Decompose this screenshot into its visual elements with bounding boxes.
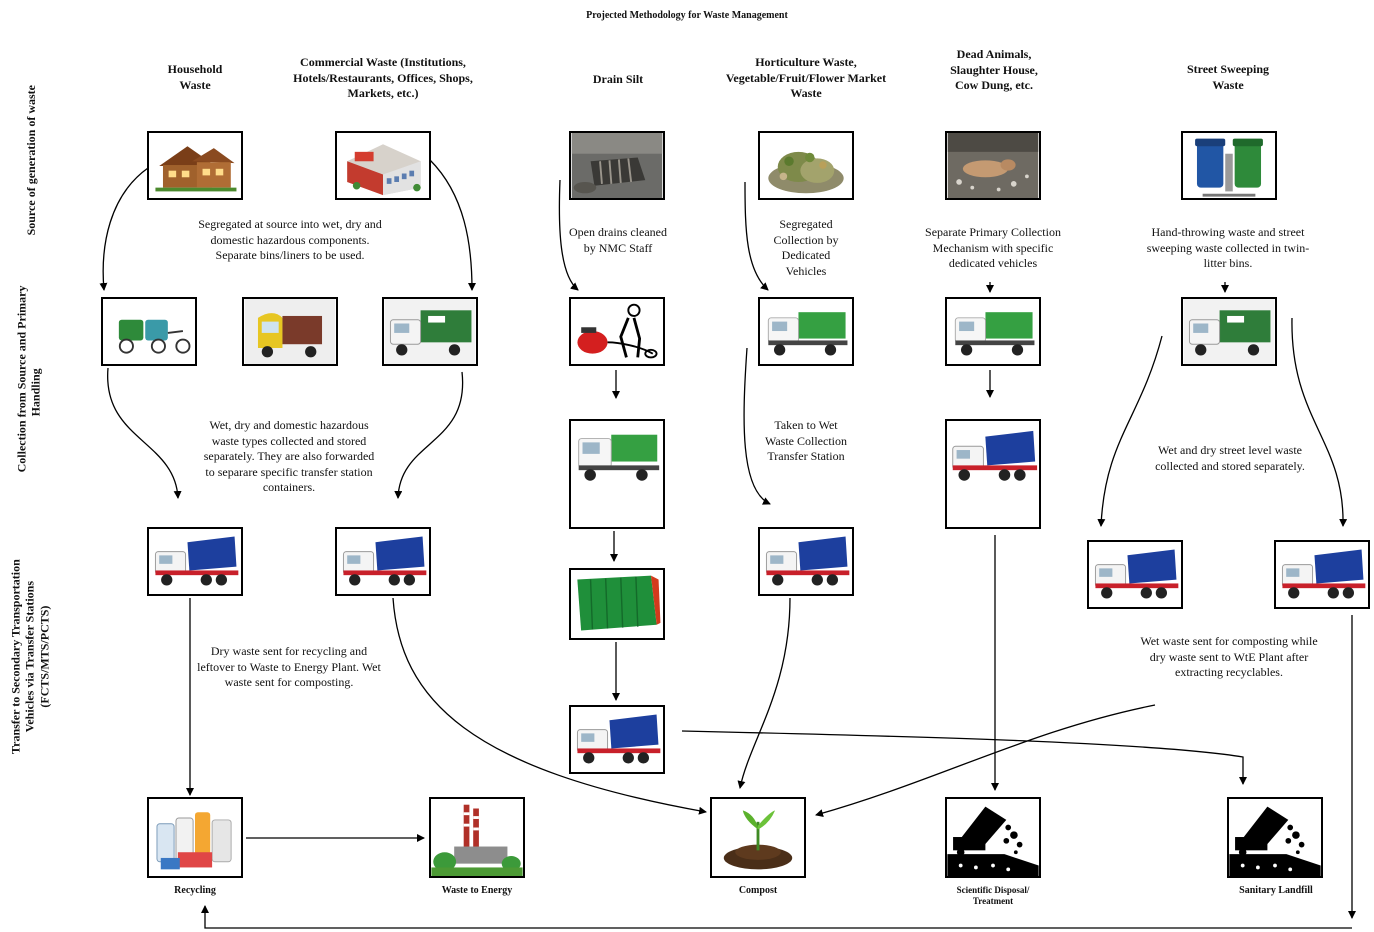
auto-tipper-image-box [242, 297, 338, 366]
dest-wte-label: Waste to Energy [441, 885, 513, 896]
hooklift-box-household [147, 527, 243, 596]
house-icon [149, 133, 241, 198]
cycle-cart-image-box [101, 297, 197, 366]
note-wet-composting: Wet waste sent for composting while dry … [1140, 634, 1318, 680]
note-dry-recycling: Dry waste sent for recycling and leftove… [197, 644, 381, 690]
dest-compost-label: Compost [738, 885, 778, 896]
mini-truck-icon [1183, 299, 1275, 364]
source-street-sweeping: Street Sweeping Waste [1186, 62, 1270, 92]
recycling-image-box [147, 797, 243, 878]
drain-tipper-image-box [569, 419, 665, 529]
compost-image-box [710, 797, 806, 878]
commercial-image-box [335, 131, 431, 200]
drain-cleaning-machine-icon [571, 299, 663, 364]
source-household: Household Waste [167, 62, 223, 92]
recyclables-icon [149, 799, 241, 876]
hooklift-truck-icon [337, 529, 429, 594]
horti-tipper-image-box [758, 297, 854, 366]
hooklift-truck-icon [1089, 542, 1181, 607]
hooklift-truck-icon [1276, 542, 1368, 607]
mini-tipper-truck-icon [571, 421, 663, 527]
dest-recycling-label: Recycling [174, 885, 216, 896]
source-drain-silt: Drain Silt [592, 72, 644, 86]
hooklift-box-drain [569, 705, 665, 774]
wte-image-box [429, 797, 525, 878]
cycle-rickshaw-bins-icon [103, 299, 195, 364]
hooklift-box-dead-animals [945, 419, 1041, 529]
drain-image-box [569, 131, 665, 200]
dest-scientific-label: Scientific Disposal/ Treatment [956, 885, 1030, 906]
arrow-horti-tipper-to-hooklift [743, 347, 771, 505]
dead-tipper-image-box [945, 297, 1041, 366]
dest-landfill-label: Sanitary Landfill [1239, 885, 1313, 896]
drain-cleaner-image-box [569, 297, 665, 366]
hooklift-box-commercial [335, 527, 431, 596]
return-line-bottom [201, 905, 1352, 929]
hooklift-box-street-left [1087, 540, 1183, 609]
compost-sprout-icon [712, 799, 804, 876]
arrow-truck-to-hooklift2 [394, 371, 464, 499]
arrow-drain-hooklift-to-landfill [681, 730, 1247, 785]
arrow-street-to-compost [815, 704, 1156, 817]
note-taken-to-wet: Taken to Wet Waste Collection Transfer S… [764, 418, 847, 464]
source-commercial: Commercial Waste (Institutions, Hotels/R… [293, 55, 473, 101]
mini-tipper-truck-icon [760, 299, 852, 364]
arrow-bins-to-hooklift1 [107, 367, 182, 499]
drain-silt-icon [571, 133, 663, 198]
arrow-horti-to-tipper [744, 181, 769, 291]
green-waste-icon [760, 133, 852, 198]
note-separate-primary: Separate Primary Collection Mechanism wi… [925, 225, 1061, 271]
note-wet-dry-domestic: Wet, dry and domestic hazardous waste ty… [203, 418, 375, 495]
page-title: Projected Methodology for Waste Manageme… [586, 10, 788, 21]
dump-truck-landfill-icon [1229, 799, 1321, 876]
street-truck-image-box [1181, 297, 1277, 366]
arrow-horti-hooklift-to-compost [737, 597, 791, 789]
arrow-street-right [1291, 317, 1348, 527]
arrow-drain-to-cleaner [558, 179, 579, 291]
source-dead-animals: Dead Animals, Slaughter House, Cow Dung,… [950, 47, 1038, 93]
hooklift-truck-icon [571, 707, 663, 772]
power-plant-icon [431, 799, 523, 876]
mini-tipper-truck-icon [947, 299, 1039, 364]
hooklift-container-icon [571, 570, 663, 638]
scientific-image-box [945, 797, 1041, 878]
dead-animal-image-box [945, 131, 1041, 200]
mini-truck-icon [384, 299, 476, 364]
twin-bin-image-box [1181, 131, 1277, 200]
mini-truck-image-box-1 [382, 297, 478, 366]
note-segregated-collection: Segregated Collection by Dedicated Vehic… [773, 217, 839, 278]
house-image-box [147, 131, 243, 200]
container-image-box [569, 568, 665, 640]
note-hand-throwing: Hand-throwing waste and street sweeping … [1146, 225, 1310, 271]
hooklift-truck-icon [149, 529, 241, 594]
commercial-building-icon [347, 144, 421, 196]
note-segregated-at-source: Segregated at source into wet, dry and d… [198, 217, 382, 263]
hooklift-box-horticulture [758, 527, 854, 596]
horticulture-image-box [758, 131, 854, 200]
twin-litter-bin-icon [1183, 133, 1275, 198]
source-horticulture: Horticulture Waste, Vegetable/Fruit/Flow… [725, 55, 887, 101]
hooklift-truck-icon [760, 529, 852, 594]
arrow-household-to-bins [99, 167, 149, 291]
arrow-commercial-to-truck [429, 159, 476, 291]
note-open-drains: Open drains cleaned by NMC Staff [569, 225, 667, 255]
dead-animal-icon [947, 133, 1039, 198]
hooklift-truck-icon [947, 421, 1039, 527]
hooklift-box-street-right [1274, 540, 1370, 609]
landfill-image-box [1227, 797, 1323, 878]
auto-rickshaw-tipper-icon [244, 299, 336, 364]
arrow-hooklift2-to-compost [392, 597, 707, 815]
note-street-level: Wet and dry street level waste collected… [1155, 443, 1305, 473]
dump-truck-disposal-icon [947, 799, 1039, 876]
arrow-street-left [1097, 335, 1163, 527]
